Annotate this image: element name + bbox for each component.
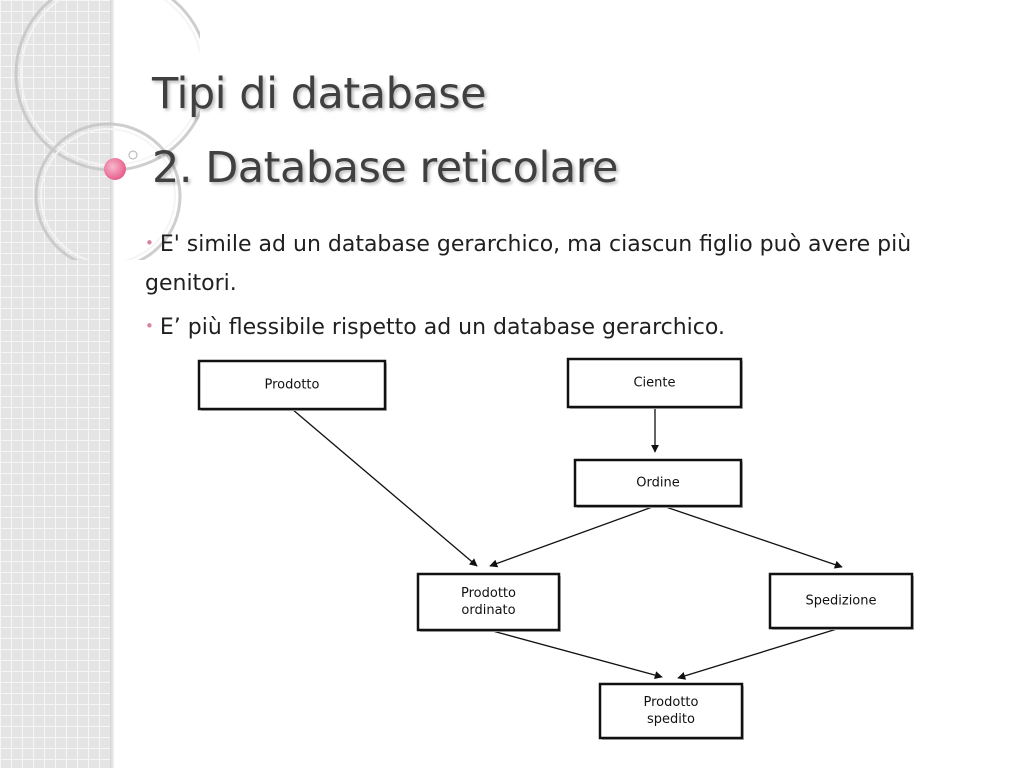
node-prodotto: Prodotto bbox=[197, 359, 387, 411]
node-prodotto-spedito: Prodotto spedito bbox=[598, 682, 744, 740]
node-label: spedito bbox=[647, 712, 695, 727]
node-box bbox=[573, 458, 743, 508]
node-spedizione: Spedizione bbox=[768, 572, 914, 630]
edge-spedizione-to-prodotto-spedito bbox=[677, 627, 841, 680]
node-prodotto-ordinato: Prodotto ordinato bbox=[416, 572, 561, 632]
accent-dot-small bbox=[128, 150, 138, 160]
node-ordine: Ordine bbox=[573, 458, 743, 508]
bullet-item: • E’ più flessibile rispetto ad un databa… bbox=[145, 309, 975, 348]
node-box bbox=[768, 572, 914, 630]
bullet-text: E’ più flessibile rispetto ad un databas… bbox=[159, 315, 725, 340]
bullet-item: •E' simile ad un database gerarchico, ma… bbox=[145, 226, 975, 303]
node-label: ordinato bbox=[461, 603, 515, 618]
decorative-circles bbox=[14, 0, 200, 260]
edge-ordine-to-spedizione bbox=[662, 505, 843, 569]
node-label: Prodotto bbox=[265, 378, 320, 393]
node-label: Prodotto bbox=[461, 586, 516, 601]
node-label: Spedizione bbox=[806, 594, 877, 609]
title-line-1: Tipi di database bbox=[152, 69, 487, 119]
accent-dot-large bbox=[104, 158, 126, 180]
edge-prodotto-to-prodotto-ordinato bbox=[291, 408, 478, 567]
node-label: Ordine bbox=[636, 476, 679, 491]
bullet-dot-icon: • bbox=[145, 234, 154, 252]
node-box bbox=[197, 359, 387, 411]
sidebar-edge bbox=[110, 0, 114, 768]
node-box bbox=[566, 357, 743, 409]
node-label: Prodotto bbox=[644, 695, 699, 710]
edge-prodotto-ordinato-to-prodotto-spedito bbox=[488, 629, 663, 679]
sidebar-pattern bbox=[0, 0, 112, 768]
title-line-2: 2. Database reticolare bbox=[152, 142, 618, 193]
bullet-dot-icon: • bbox=[145, 317, 154, 335]
bullet-text: E' simile ad un database gerarchico, ma … bbox=[145, 232, 912, 296]
node-cliente: Ciente bbox=[566, 357, 743, 409]
edge-ordine-to-prodotto-ordinato bbox=[489, 505, 656, 568]
node-box bbox=[598, 682, 744, 740]
node-label: Ciente bbox=[633, 376, 675, 391]
node-box bbox=[416, 572, 561, 632]
slide-title: Tipi di database 2. Database reticolare bbox=[152, 58, 618, 206]
bullet-list: •E' simile ad un database gerarchico, ma… bbox=[145, 226, 975, 354]
